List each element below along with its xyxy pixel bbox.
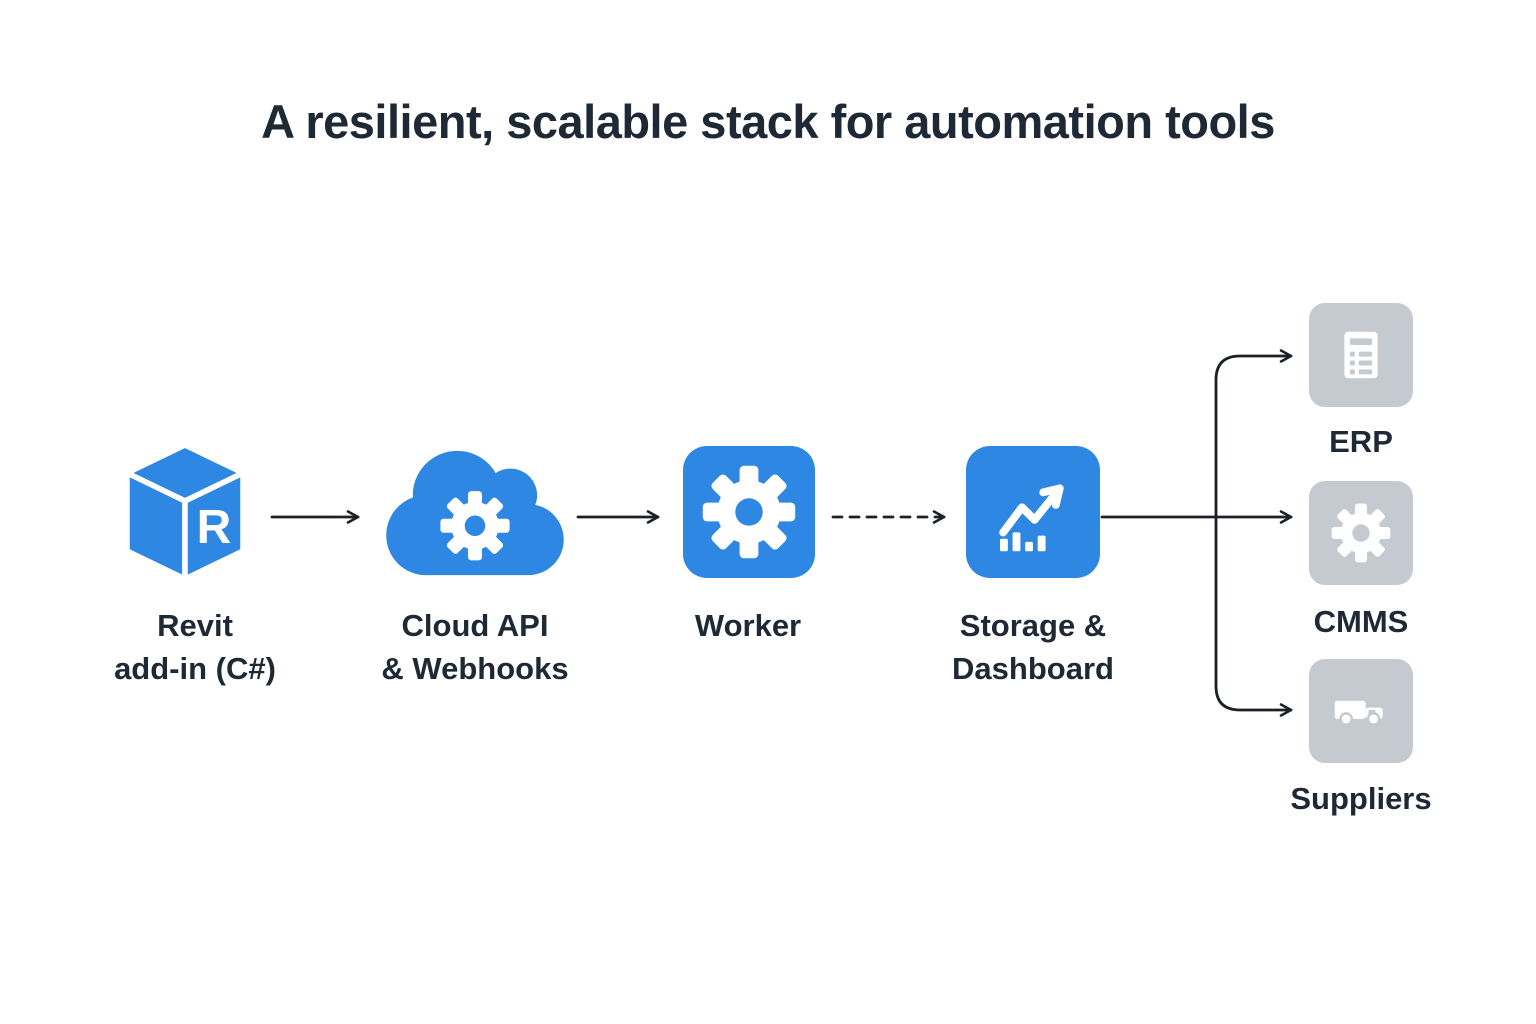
arrow-storage-to-erp <box>1214 349 1293 519</box>
suppliers-node-label: Suppliers <box>1290 781 1432 816</box>
arrow-storage-to-suppliers <box>1214 515 1293 717</box>
cloud-inner-gear-icon <box>440 491 510 561</box>
storage-node <box>966 446 1100 578</box>
revit-letter: R <box>197 501 232 554</box>
suppliers-node <box>1309 659 1413 763</box>
cmms-node <box>1309 481 1413 585</box>
erp-node-label: ERP <box>1329 424 1393 459</box>
worker-node <box>683 446 815 578</box>
revit-cube-icon: R <box>124 442 246 582</box>
page-title: A resilient, scalable stack for automati… <box>261 95 1275 148</box>
gear-icon <box>1331 503 1391 563</box>
revit-node-label: Revit add-in (C#) <box>114 608 276 687</box>
cloud-gear-icon <box>386 450 564 576</box>
cmms-node-label: CMMS <box>1313 604 1409 639</box>
truck-icon <box>1334 700 1383 726</box>
storage-node-label: Storage & Dashboard <box>952 608 1114 687</box>
cloud-node-label: Cloud API & Webhooks <box>381 608 569 687</box>
erp-node <box>1309 303 1413 407</box>
worker-node-label: Worker <box>694 608 802 643</box>
gear-icon <box>702 465 796 559</box>
dashboard-chart-icon <box>999 484 1064 552</box>
list-icon <box>1344 331 1378 379</box>
